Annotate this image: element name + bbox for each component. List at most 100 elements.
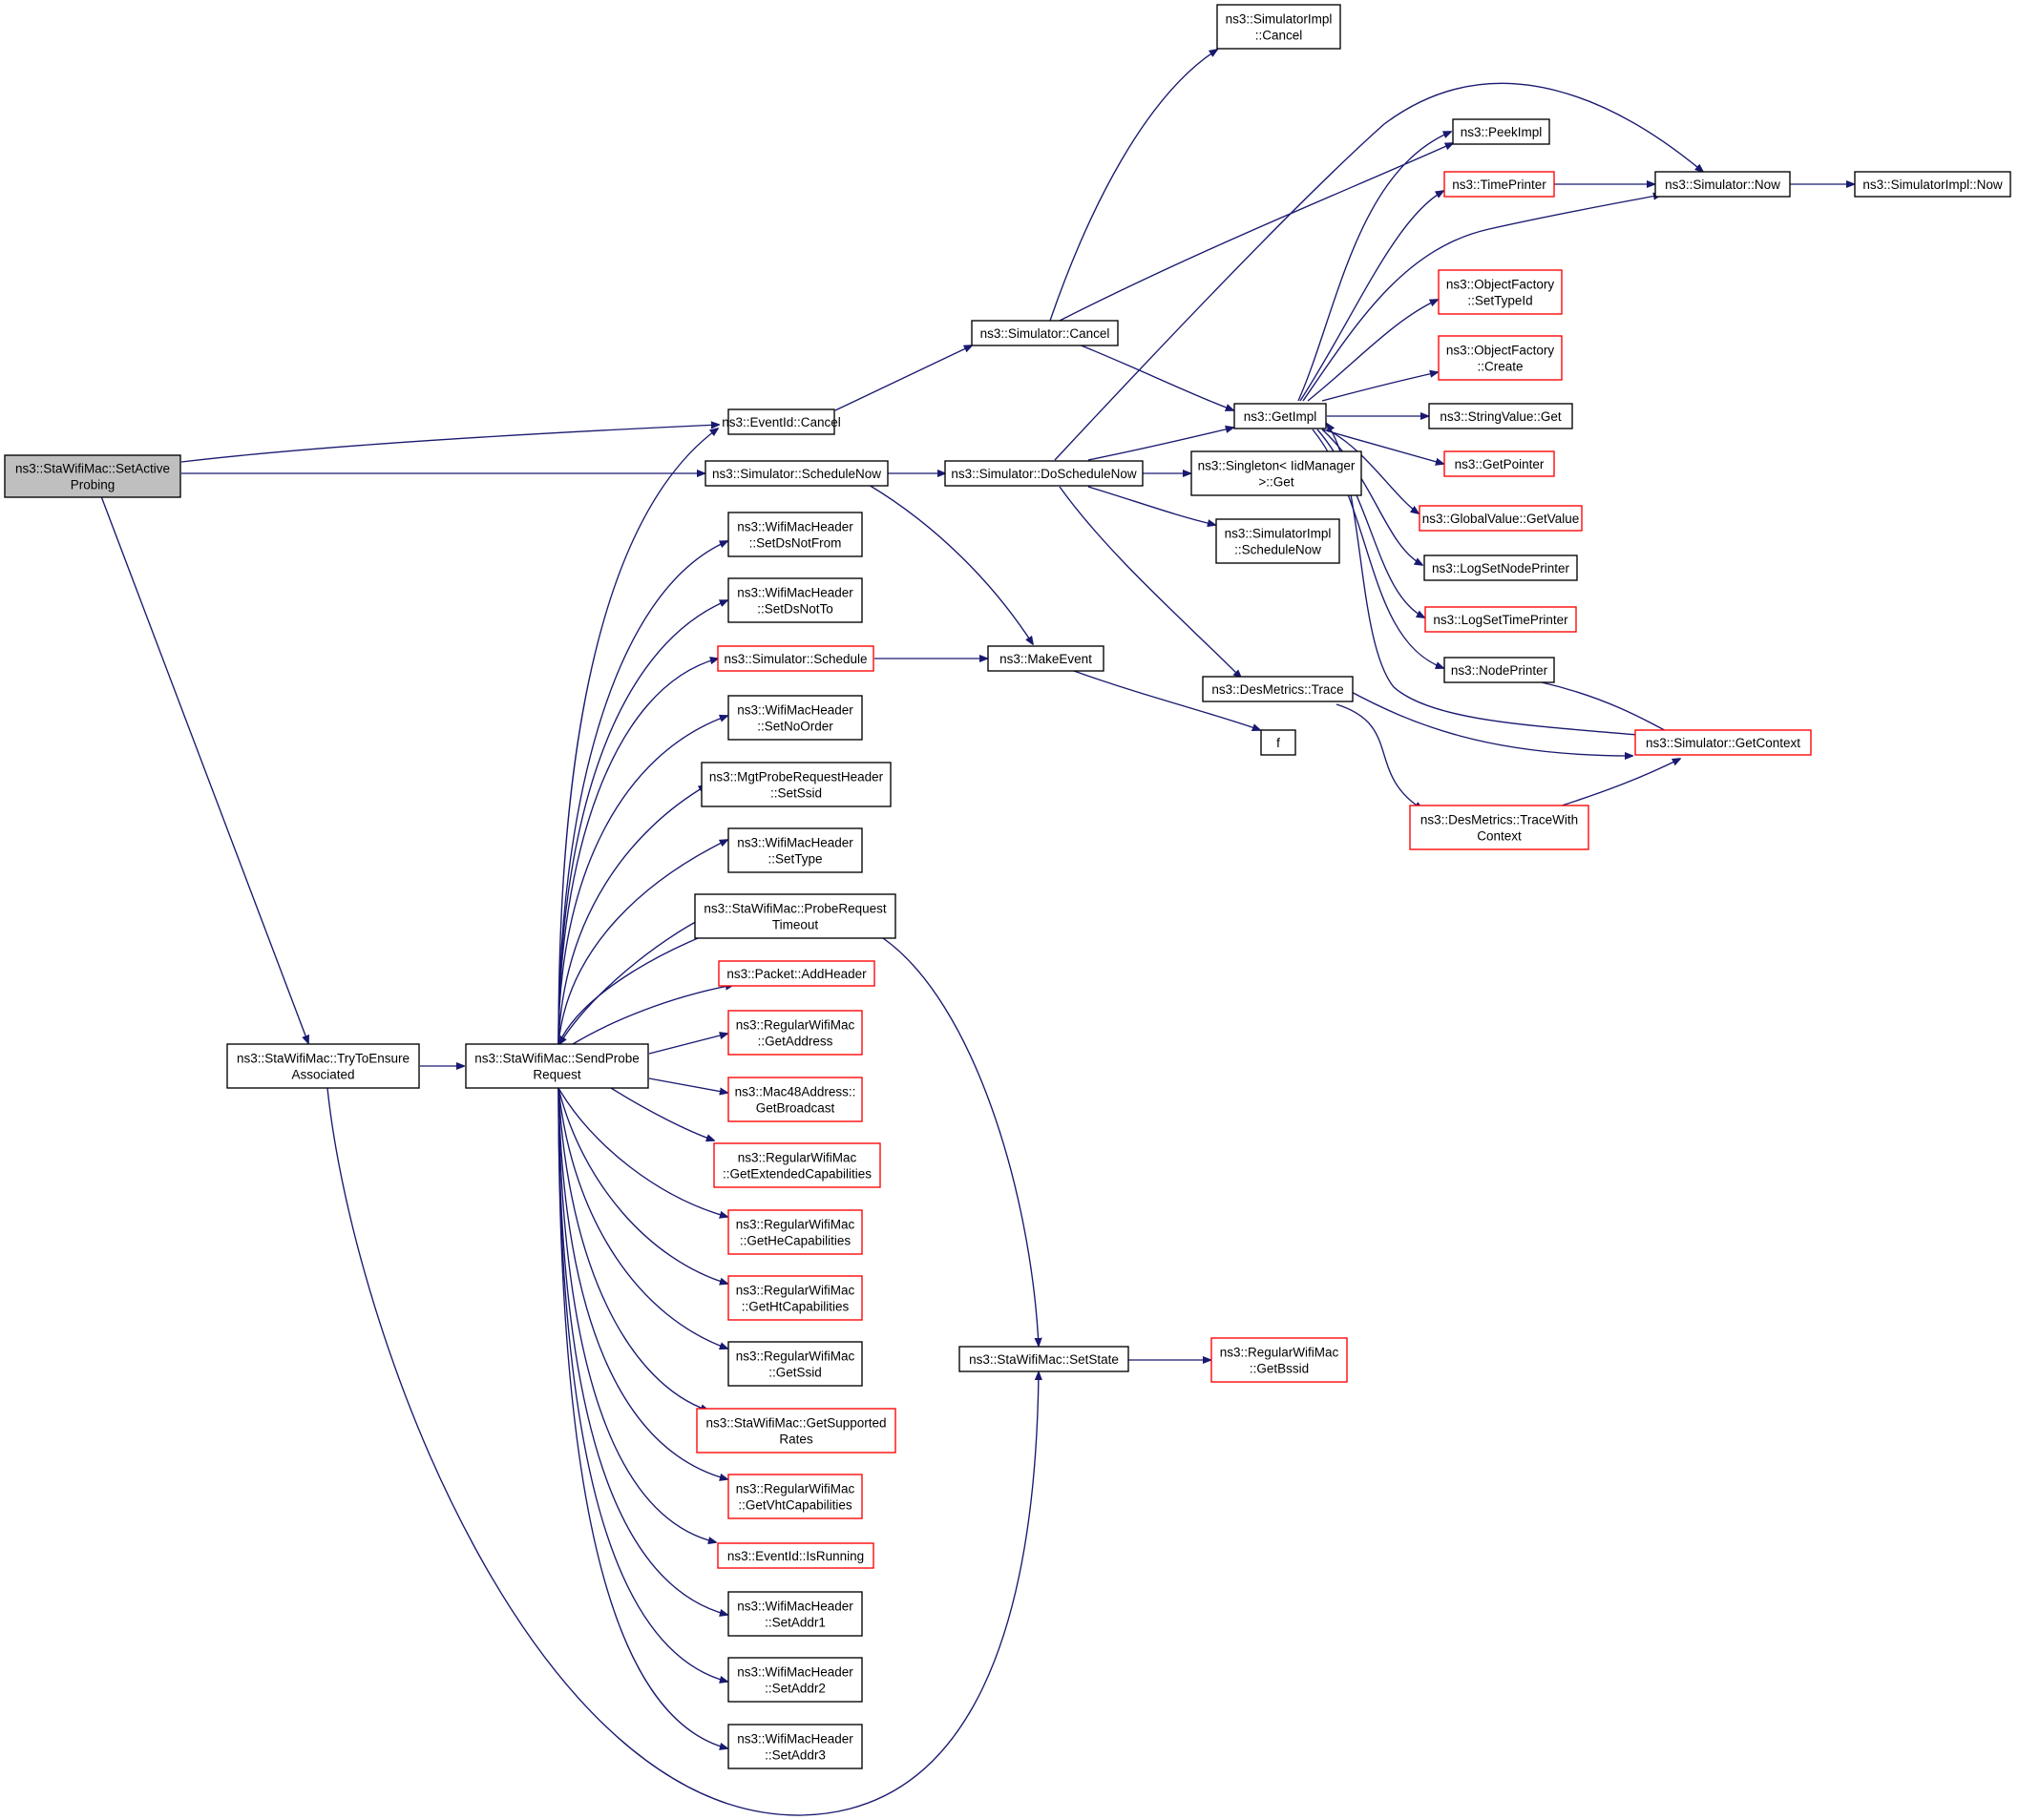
edge-sendprobe-settype (557, 840, 727, 1045)
node-simnow[interactable]: ns3::Simulator::Now (1654, 171, 1791, 198)
node-logsettime[interactable]: ns3::LogSetTimePrinter (1424, 606, 1577, 633)
node-getcontext[interactable]: ns3::Simulator::GetContext (1634, 729, 1812, 756)
edge-sendprobe-setaddr2 (557, 1087, 727, 1682)
node-stringvalget[interactable]: ns3::StringValue::Get (1428, 403, 1573, 429)
node-setnoorder[interactable]: ns3::WifiMacHeader::SetNoOrder (727, 695, 863, 741)
node-label: ns3::EventId::Cancel (722, 415, 841, 429)
edge-getimpl-timeprinter (1299, 191, 1443, 402)
node-desmetrics[interactable]: ns3::DesMetrics::Trace (1202, 676, 1354, 702)
node-box (727, 827, 863, 873)
node-label: ns3::DesMetrics::TraceWith (1420, 813, 1578, 827)
edge-tryensure-setstate (326, 1087, 1039, 1816)
edge-root-tryensure (100, 495, 308, 1043)
node-box (727, 1657, 863, 1703)
edge-getimpl-getpointer (1321, 429, 1443, 464)
node-label: ns3::Mac48Address:: (735, 1085, 856, 1099)
node-logsetnode[interactable]: ns3::LogSetNodePrinter (1423, 554, 1578, 581)
node-box (1202, 676, 1354, 702)
node-implnow[interactable]: ns3::SimulatorImpl::Now (1854, 171, 2011, 198)
node-setstate[interactable]: ns3::StaWifiMac::SetState (958, 1346, 1129, 1372)
node-nodeprinter[interactable]: ns3::NodePrinter (1443, 657, 1555, 683)
node-label: f (1276, 736, 1280, 750)
node-box (696, 1408, 896, 1454)
edge-tracewith-getcontext (1555, 759, 1680, 808)
node-setssid[interactable]: ns3::MgtProbeRequestHeader::SetSsid (701, 762, 892, 807)
node-gethtcap[interactable]: ns3::RegularWifiMac::GetHtCapabilities (727, 1275, 863, 1321)
node-label: ns3::SimulatorImpl (1226, 12, 1333, 27)
node-label: ::GetBssid (1250, 1362, 1309, 1376)
node-gvgetvalue[interactable]: ns3::GlobalValue::GetValue (1419, 505, 1583, 532)
node-label: ns3::Simulator::DoScheduleNow (951, 467, 1137, 481)
node-box (1438, 335, 1563, 381)
node-settype[interactable]: ns3::WifiMacHeader::SetType (727, 827, 863, 873)
node-label: Request (533, 1068, 581, 1082)
node-getssid[interactable]: ns3::RegularWifiMac::GetSsid (727, 1341, 863, 1387)
node-schednow[interactable]: ns3::Simulator::ScheduleNow (705, 460, 889, 487)
edge-sendprobe-setssid (557, 785, 706, 1045)
edge-sendprobe-getaddress (648, 1034, 727, 1055)
edge-sendprobe-getssid (557, 1087, 727, 1349)
edge-probetimeout-sendprobe (559, 915, 707, 1044)
node-label: ns3::ObjectFactory (1446, 278, 1555, 292)
node-box (1424, 606, 1577, 633)
node-f[interactable]: f (1260, 729, 1296, 756)
node-box (727, 512, 863, 557)
node-box (1634, 729, 1812, 756)
edge-getimpl-ofcreate (1321, 372, 1438, 402)
node-implcancel[interactable]: ns3::SimulatorImpl::Cancel (1216, 4, 1341, 50)
node-makeevent[interactable]: ns3::MakeEvent (987, 645, 1104, 672)
node-setaddr1[interactable]: ns3::WifiMacHeader::SetAddr1 (727, 1591, 863, 1637)
edge-simcancel-implcancel (1049, 50, 1217, 322)
node-getaddress[interactable]: ns3::RegularWifiMac::GetAddress (727, 1010, 863, 1056)
node-singletonget[interactable]: ns3::Singleton< IidManager>::Get (1190, 450, 1362, 496)
edge-sendprobe-setaddr1 (557, 1087, 727, 1615)
node-label: ns3::StaWifiMac::GetSupported (705, 1416, 886, 1431)
node-getbssid[interactable]: ns3::RegularWifiMac::GetBssid (1210, 1337, 1348, 1383)
node-getextcap[interactable]: ns3::RegularWifiMac::GetExtendedCapabili… (713, 1142, 881, 1188)
node-doschednow[interactable]: ns3::Simulator::DoScheduleNow (944, 460, 1144, 487)
edge-sendprobe-getextcap (610, 1087, 714, 1140)
node-implschednow[interactable]: ns3::SimulatorImpl::ScheduleNow (1215, 518, 1340, 564)
node-setaddr3[interactable]: ns3::WifiMacHeader::SetAddr3 (727, 1724, 863, 1769)
node-eventcancel[interactable]: ns3::EventId::Cancel (722, 408, 841, 435)
node-box (727, 1275, 863, 1321)
node-box (944, 460, 1144, 487)
node-label: ::SetDsNotTo (757, 602, 833, 617)
node-getpointer[interactable]: ns3::GetPointer (1443, 450, 1555, 477)
node-simcancel[interactable]: ns3::Simulator::Cancel (971, 320, 1119, 346)
node-label: ::SetNoOrder (757, 720, 833, 734)
node-box (727, 1724, 863, 1769)
node-setaddr2[interactable]: ns3::WifiMacHeader::SetAddr2 (727, 1657, 863, 1703)
node-label: >::Get (1258, 475, 1293, 490)
node-getbroadcast[interactable]: ns3::Mac48Address::GetBroadcast (727, 1077, 863, 1122)
node-addheader[interactable]: ns3::Packet::AddHeader (718, 960, 875, 987)
node-getvhtcap[interactable]: ns3::RegularWifiMac::GetVhtCapabilities (727, 1474, 863, 1519)
edge-desmetrics-getcontext (1345, 688, 1632, 756)
node-ofcreate[interactable]: ns3::ObjectFactory::Create (1438, 335, 1563, 381)
node-label: GetBroadcast (756, 1101, 835, 1116)
edge-sendprobe-getvhtcap (557, 1087, 727, 1479)
node-ofsettypeid[interactable]: ns3::ObjectFactory::SetTypeId (1438, 269, 1563, 315)
node-box (1215, 518, 1340, 564)
edge-eventcancel-simcancel (834, 345, 972, 411)
node-box (226, 1043, 420, 1089)
node-getimpl[interactable]: ns3::GetImpl (1233, 403, 1327, 429)
node-setdsnotfrom[interactable]: ns3::WifiMacHeader::SetDsNotFrom (727, 512, 863, 557)
node-label: ::Cancel (1255, 29, 1303, 43)
node-gethecap[interactable]: ns3::RegularWifiMac::GetHeCapabilities (727, 1209, 863, 1255)
node-label: ::SetSsid (770, 786, 822, 801)
node-timeprinter[interactable]: ns3::TimePrinter (1443, 171, 1555, 198)
node-setdsnotto[interactable]: ns3::WifiMacHeader::SetDsNotTo (727, 577, 863, 623)
node-peekimpl[interactable]: ns3::PeekImpl (1452, 118, 1550, 145)
call-edges (100, 50, 1854, 1816)
node-schedule[interactable]: ns3::Simulator::Schedule (717, 645, 874, 672)
node-isrunning[interactable]: ns3::EventId::IsRunning (717, 1542, 874, 1569)
edge-simcancel-peekimpl (1059, 143, 1453, 322)
edge-getimpl-ofsettype (1307, 300, 1438, 402)
